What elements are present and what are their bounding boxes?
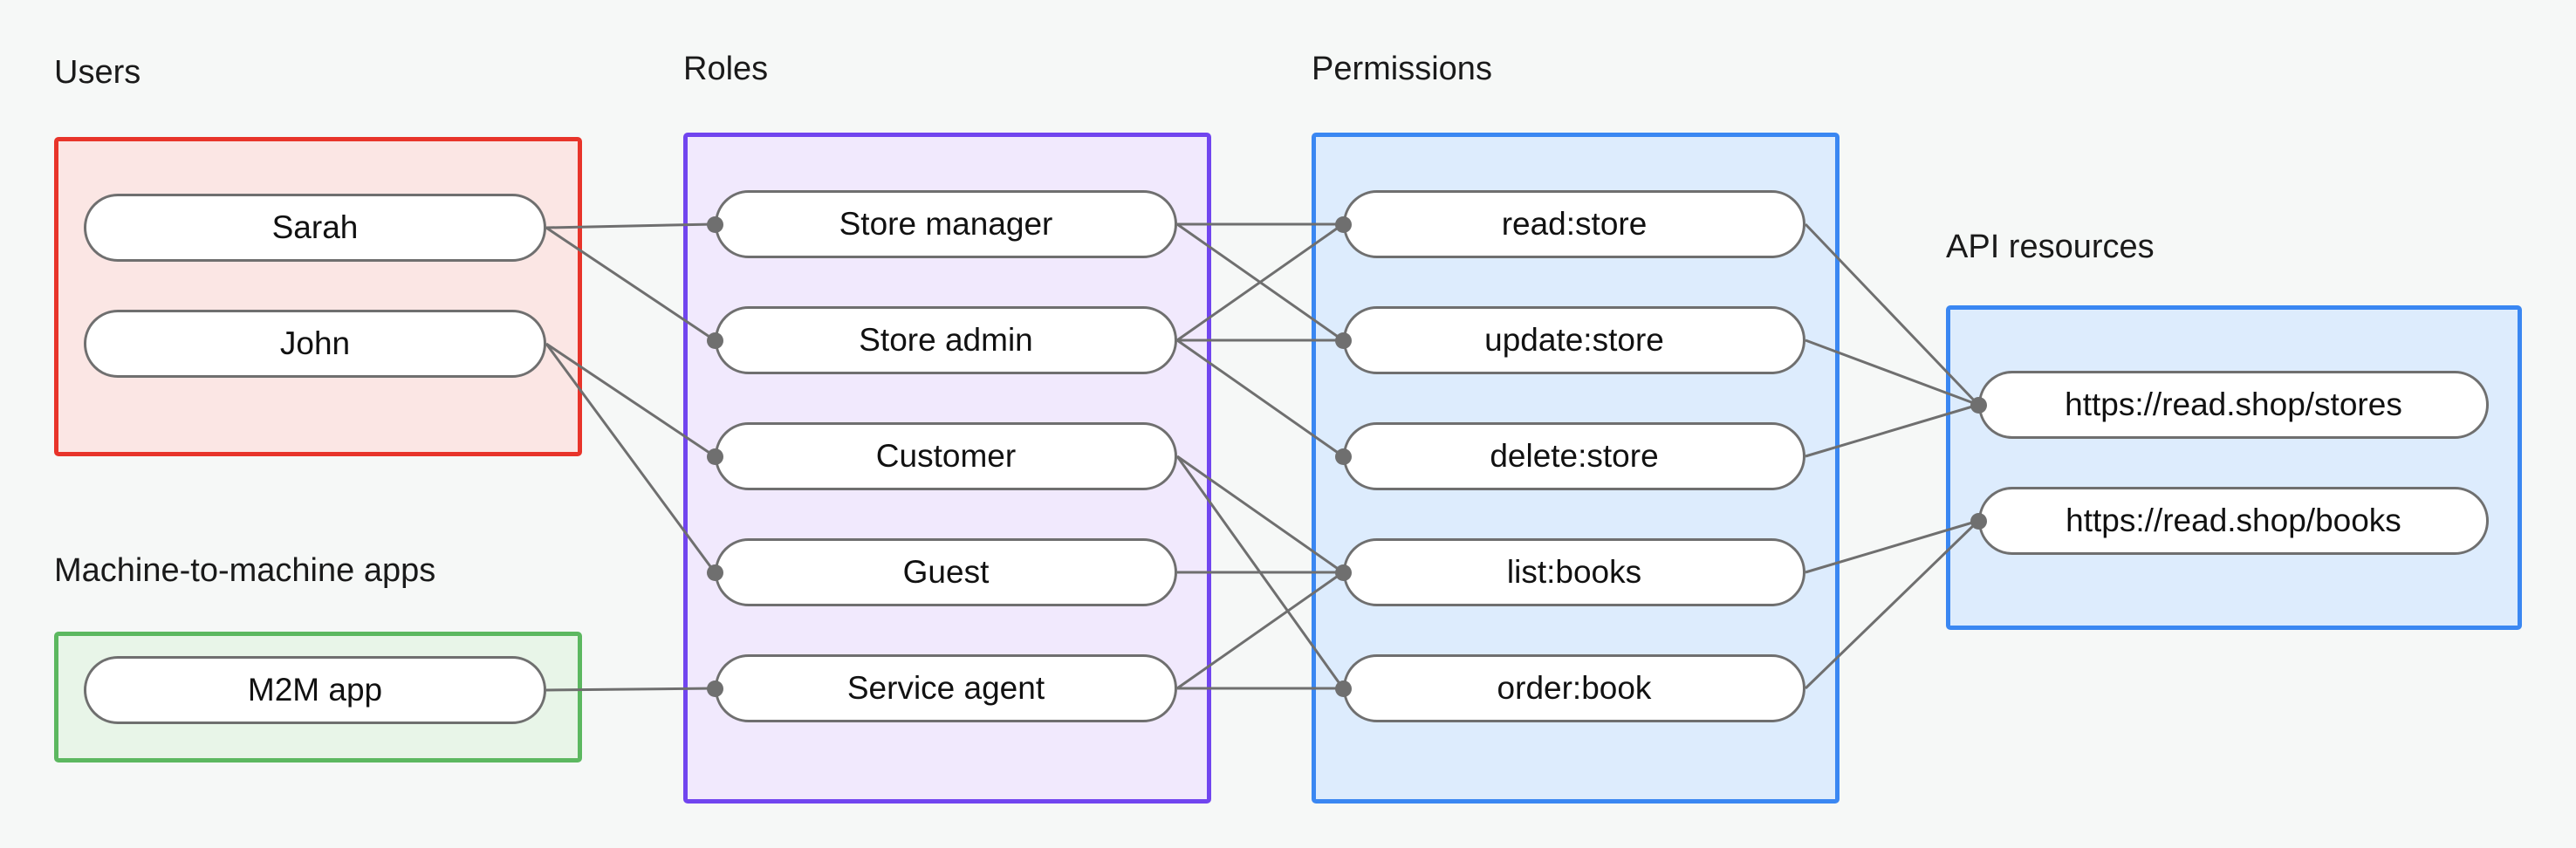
group-label-api_resources: API resources	[1946, 229, 2155, 265]
port-dot-update_store	[1334, 332, 1352, 349]
port-dot-delete_store	[1334, 448, 1352, 465]
node-res_books[interactable]: https://read.shop/books	[1978, 487, 2489, 555]
node-customer[interactable]: Customer	[715, 422, 1177, 490]
port-dot-read_store	[1334, 215, 1352, 233]
port-dot-res_books	[1970, 512, 1987, 530]
node-guest[interactable]: Guest	[715, 538, 1177, 606]
node-store_admin[interactable]: Store admin	[715, 306, 1177, 374]
port-dot-list_books	[1334, 564, 1352, 581]
node-res_stores[interactable]: https://read.shop/stores	[1978, 371, 2489, 439]
group-label-roles: Roles	[683, 51, 769, 87]
node-delete_store[interactable]: delete:store	[1343, 422, 1805, 490]
port-dot-service_agent	[706, 680, 723, 697]
node-read_store[interactable]: read:store	[1343, 190, 1805, 258]
group-box-users	[54, 137, 582, 456]
port-dot-customer	[706, 448, 723, 465]
port-dot-store_admin	[706, 332, 723, 349]
port-dot-res_stores	[1970, 396, 1987, 414]
node-list_books[interactable]: list:books	[1343, 538, 1805, 606]
node-service_agent[interactable]: Service agent	[715, 654, 1177, 722]
node-john[interactable]: John	[84, 310, 546, 378]
node-store_manager[interactable]: Store manager	[715, 190, 1177, 258]
node-order_book[interactable]: order:book	[1343, 654, 1805, 722]
group-label-permissions: Permissions	[1312, 51, 1492, 87]
port-dot-order_book	[1334, 680, 1352, 697]
node-sarah[interactable]: Sarah	[84, 194, 546, 262]
group-label-users: Users	[54, 54, 141, 91]
group-label-m2m: Machine-to-machine apps	[54, 552, 436, 589]
node-m2m_app[interactable]: M2M app	[84, 656, 546, 724]
group-box-api_resources	[1946, 305, 2522, 630]
port-dot-store_manager	[706, 215, 723, 233]
port-dot-guest	[706, 564, 723, 581]
node-update_store[interactable]: update:store	[1343, 306, 1805, 374]
